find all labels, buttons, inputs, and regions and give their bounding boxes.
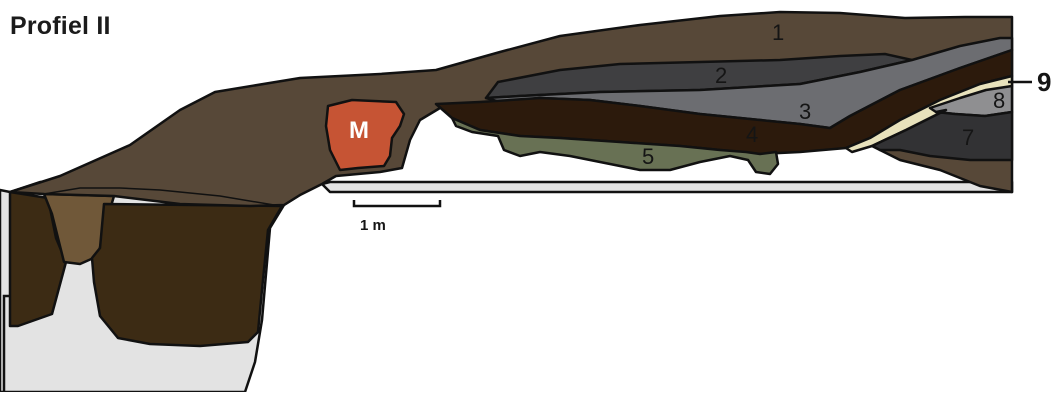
layer-label-5: 5 <box>642 144 654 169</box>
feature-label-m: M <box>349 117 369 144</box>
layer-label-4: 4 <box>746 122 758 147</box>
scale-bar-line <box>354 200 440 206</box>
layer-label-7: 7 <box>962 125 974 150</box>
layer-label-1: 1 <box>772 20 784 45</box>
layer-label-8: 8 <box>993 88 1005 113</box>
bedrock-strip <box>322 182 1012 192</box>
pit-fill-dark-main <box>92 204 282 346</box>
layer-label-2: 2 <box>715 63 727 88</box>
scale-bar-label: 1 m <box>360 217 386 234</box>
layer-label-9: 9 <box>1037 67 1051 97</box>
diagram-title: Profiel II <box>10 12 111 41</box>
layer-label-3: 3 <box>799 99 811 124</box>
